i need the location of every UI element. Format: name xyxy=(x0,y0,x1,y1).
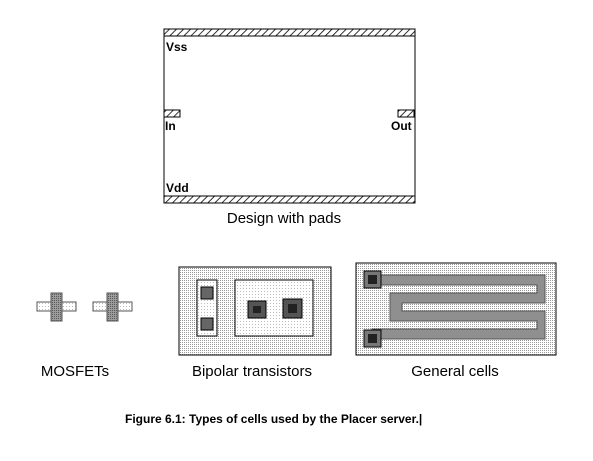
mosfet-cells: MOSFETs xyxy=(36,292,133,380)
mosfets-label: MOSFETs xyxy=(41,363,109,380)
design-with-pads: Vss In Out Vdd Design with pads xyxy=(163,28,416,227)
out-pad xyxy=(397,109,415,118)
vss-pad xyxy=(163,28,416,37)
out-label: Out xyxy=(391,119,412,133)
in-label: In xyxy=(165,119,176,133)
general-label: General cells xyxy=(411,363,499,380)
bipolar-contact xyxy=(200,286,214,300)
vdd-label: Vdd xyxy=(166,181,189,195)
vss-label: Vss xyxy=(166,40,188,54)
vdd-pad xyxy=(163,195,416,204)
design-boundary xyxy=(163,31,416,203)
in-pad xyxy=(163,109,181,118)
design-caption: Design with pads xyxy=(227,210,341,227)
bipolar-cell: Bipolar transistors xyxy=(178,266,332,380)
mosfet-2 xyxy=(92,292,133,322)
general-cell: General cells xyxy=(355,262,557,380)
figure-caption: Figure 6.1: Types of cells used by the P… xyxy=(125,412,422,426)
bipolar-label: Bipolar transistors xyxy=(192,363,312,380)
serpentine-wire xyxy=(371,274,546,340)
bipolar-contact xyxy=(200,317,214,331)
mosfet-1 xyxy=(36,292,77,322)
